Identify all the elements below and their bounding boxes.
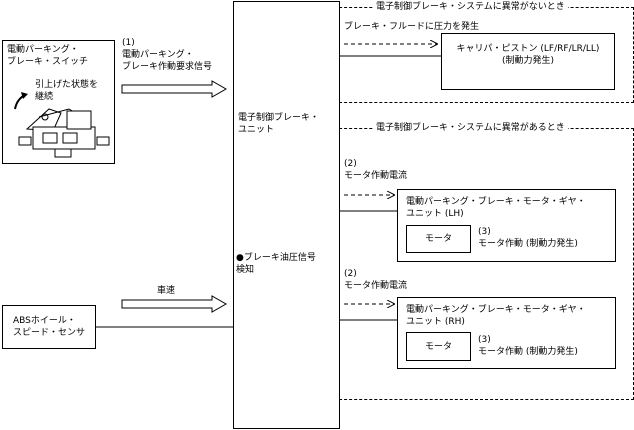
request-signal-label: (1) 電動パーキング・ ブレーキ作動要求信号 xyxy=(122,38,213,72)
rh-motor-gear-unit-box: 電動パーキング・ブレーキ・モータ・ギヤ・ ユニット (RH) モータ (3) モ… xyxy=(397,297,616,369)
rh-motor-box: モータ xyxy=(406,332,471,361)
rh-unit-label: 電動パーキング・ブレーキ・モータ・ギヤ・ ユニット (RH) xyxy=(406,305,586,327)
lh-current-label: (2) モータ作動電流 xyxy=(344,159,408,181)
rh-motor-label: モータ xyxy=(424,342,452,352)
lh-motor-gear-unit-box: 電動パーキング・ブレーキ・モータ・ギヤ・ ユニット (LH) モータ (3) モ… xyxy=(397,189,616,262)
lh-action-label: (3) モータ作動 (制動力発生) xyxy=(478,227,578,249)
abs-wheel-speed-sensor-box: ABSホイール・ スピード・センサ xyxy=(2,305,96,349)
switch-note: 引上げた状態を 継続 xyxy=(35,80,99,102)
pressure-label: ブレーキ・フルードに圧力を発生 xyxy=(344,22,480,32)
rh-action-label: (3) モータ作動 (制動力発生) xyxy=(478,335,578,357)
caliper-piston-box: キャリパ・ピストン (LF/RF/LR/LL) (制動力発生) xyxy=(441,33,615,90)
switch-title: 電動パーキング・ ブレーキ・スイッチ xyxy=(7,45,89,67)
ecu-label: 電子制御ブレーキ・ ユニット xyxy=(238,113,320,135)
ecu-detect-label: ●ブレーキ油圧信号 検知 xyxy=(236,253,316,275)
lh-unit-label: 電動パーキング・ブレーキ・モータ・ギヤ・ ユニット (LH) xyxy=(406,197,586,219)
normal-group-title: 電子制御ブレーキ・システムに異常がないとき xyxy=(373,1,568,13)
lh-motor-box: モータ xyxy=(406,225,471,253)
ecu-box: 電子制御ブレーキ・ ユニット ●ブレーキ油圧信号 検知 xyxy=(233,1,340,429)
abnormal-group-title: 電子制御ブレーキ・システムに異常があるとき xyxy=(373,122,568,134)
abs-label: ABSホイール・ スピード・センサ xyxy=(13,316,86,338)
lh-motor-label: モータ xyxy=(424,234,452,244)
request-signal-arrow xyxy=(121,80,228,98)
speed-signal-label: 車速 xyxy=(157,286,176,296)
speed-signal-arrow xyxy=(121,295,228,313)
rh-current-label: (2) モータ作動電流 xyxy=(344,269,408,291)
caliper-label: キャリパ・ピストン (LF/RF/LR/LL) (制動力発生) xyxy=(456,44,600,66)
parking-brake-switch-box: 電動パーキング・ ブレーキ・スイッチ 引上げた状態を 継続 xyxy=(2,40,115,164)
parking-switch-illustration xyxy=(14,92,110,158)
